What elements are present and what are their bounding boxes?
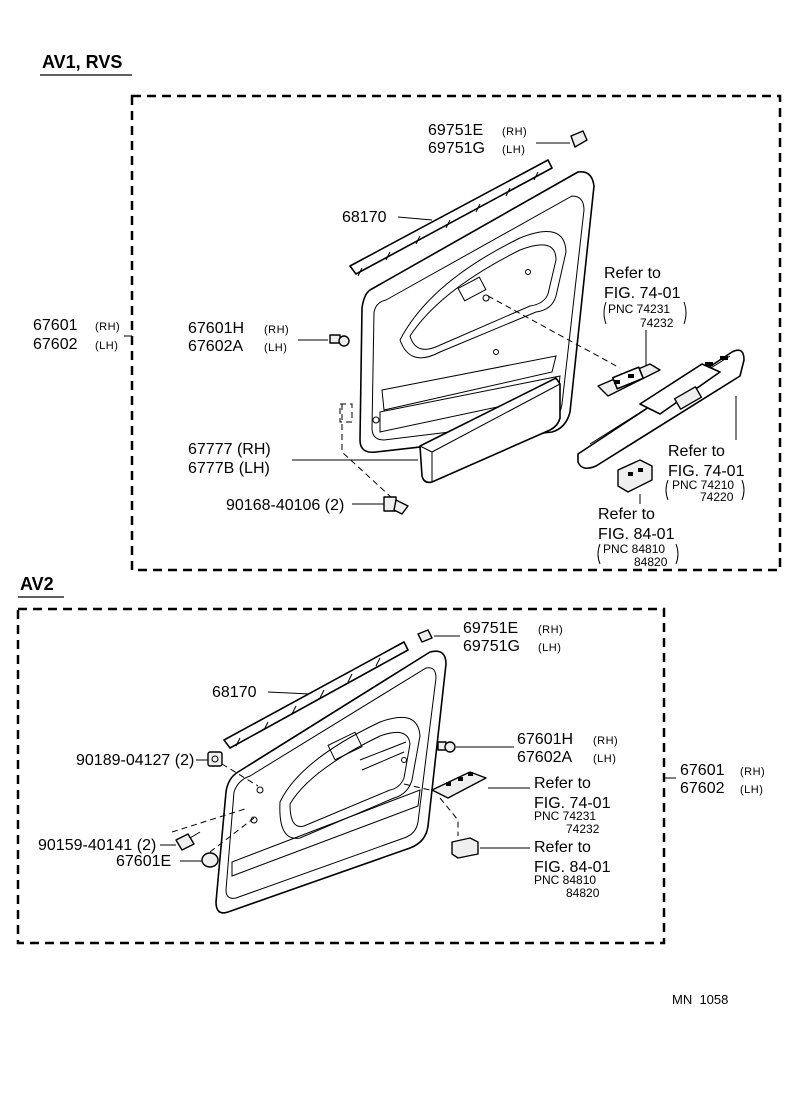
- section-title: AV2: [20, 574, 54, 594]
- svg-text:FIG. 84-01: FIG. 84-01: [598, 526, 675, 543]
- clip-label: 69751E (RH) 69751G (LH): [428, 122, 570, 157]
- svg-text:FIG. 74-01: FIG. 74-01: [604, 285, 681, 302]
- switch-plate-small: [597, 363, 661, 397]
- svg-text:6777B (LH): 6777B (LH): [188, 460, 270, 477]
- svg-text:67602A: 67602A: [188, 338, 243, 355]
- nut-part: [207, 751, 223, 767]
- svg-text:(RH): (RH): [740, 766, 765, 778]
- door-trim-panel: [359, 170, 595, 454]
- bolt-label: 90168-40106 (2): [226, 497, 344, 514]
- board-clip-part: [329, 334, 350, 347]
- svg-text:67602: 67602: [680, 780, 725, 797]
- armrest-switch-base: [577, 349, 745, 470]
- svg-text:(LH): (LH): [593, 753, 616, 765]
- svg-text:Refer to: Refer to: [668, 443, 725, 460]
- screw-label: 90159-40141 (2): [38, 837, 156, 854]
- weatherstrip-label: 68170: [342, 209, 387, 226]
- svg-text:67601: 67601: [33, 317, 78, 334]
- svg-text:67601H: 67601H: [517, 731, 573, 748]
- svg-text:PNC 74210: PNC 74210: [672, 478, 734, 492]
- weatherstrip-part: [223, 641, 409, 749]
- assembly-label: 67601 (RH) 67602 (LH): [33, 317, 132, 353]
- svg-text:(LH): (LH): [538, 642, 561, 654]
- svg-text:(RH): (RH): [502, 126, 527, 138]
- switch-small: [617, 459, 653, 493]
- svg-text:74232: 74232: [640, 316, 674, 330]
- section-av1-rvs: AV1, RVS 67601 (RH) 67602 (LH) 69751E (R…: [33, 52, 782, 572]
- svg-text:(RH): (RH): [593, 735, 618, 747]
- board-clip-part: [437, 741, 456, 753]
- svg-text:Refer to: Refer to: [534, 839, 591, 856]
- svg-text:(LH): (LH): [95, 340, 118, 352]
- door-trim-panel: [215, 650, 447, 914]
- svg-text:FIG. 74-01: FIG. 74-01: [668, 463, 745, 480]
- board-label: 67601H (RH) 67602A (LH): [517, 731, 618, 766]
- svg-text:PNC 74231: PNC 74231: [534, 809, 596, 823]
- svg-text:69751E: 69751E: [463, 620, 518, 637]
- bolt-part: [383, 496, 409, 515]
- svg-text:(LH): (LH): [264, 342, 287, 354]
- svg-text:Refer to: Refer to: [534, 775, 591, 792]
- screw-part: [175, 831, 201, 851]
- svg-text:(LH): (LH): [740, 784, 763, 796]
- svg-text:67602A: 67602A: [517, 749, 572, 766]
- svg-text:84820: 84820: [566, 886, 600, 900]
- figure-code: MN 1058: [672, 992, 728, 1007]
- svg-text:67601: 67601: [680, 762, 725, 779]
- pocket-label: 67777 (RH) 6777B (LH): [188, 441, 418, 477]
- svg-text:(LH): (LH): [502, 144, 525, 156]
- cap-label: 67601E: [116, 853, 171, 870]
- section-av2: AV2 67601 (RH) 67602 (LH) 69751E (RH) 69…: [16, 574, 765, 945]
- svg-text:(RH): (RH): [264, 324, 289, 336]
- switch-small: [451, 837, 479, 859]
- svg-text:67777 (RH): 67777 (RH): [188, 441, 271, 458]
- reference-74-01-a: Refer to FIG. 74-01 PNC 74231 74232: [603, 265, 687, 330]
- clip-part: [570, 130, 588, 148]
- assembly-label: 67601 (RH) 67602 (LH): [664, 762, 765, 797]
- weatherstrip-label: 68170: [212, 684, 257, 701]
- clip-part: [417, 629, 433, 643]
- svg-text:69751E: 69751E: [428, 122, 483, 139]
- svg-text:74220: 74220: [700, 490, 734, 504]
- section-boundary: [130, 94, 782, 572]
- reference-84-01: Refer to FIG. 84-01 PNC 84810 84820: [480, 839, 611, 900]
- svg-text:FIG. 74-01: FIG. 74-01: [534, 795, 611, 812]
- svg-text:PNC 74231: PNC 74231: [608, 302, 670, 316]
- svg-text:Refer to: Refer to: [598, 506, 655, 523]
- svg-text:69751G: 69751G: [428, 140, 485, 157]
- svg-text:84820: 84820: [634, 555, 668, 569]
- board-label: 67601H (RH) 67602A (LH): [188, 320, 328, 355]
- switch-plate: [431, 771, 487, 799]
- pocket-part: [419, 377, 561, 484]
- svg-text:69751G: 69751G: [463, 638, 520, 655]
- reference-84-01: Refer to FIG. 84-01 PNC 84810 84820: [597, 506, 679, 569]
- svg-text:Refer to: Refer to: [604, 265, 661, 282]
- svg-text:FIG. 84-01: FIG. 84-01: [534, 859, 611, 876]
- section-boundary: [16, 607, 666, 945]
- reference-74-01: Refer to FIG. 74-01 PNC 74231 74232: [488, 775, 611, 836]
- svg-text:(RH): (RH): [538, 624, 563, 636]
- cap-part: [201, 852, 219, 868]
- svg-text:74232: 74232: [566, 822, 600, 836]
- section-title: AV1, RVS: [42, 52, 122, 72]
- nut-label: 90189-04127 (2): [76, 752, 194, 769]
- svg-text:PNC 84810: PNC 84810: [603, 542, 665, 556]
- svg-text:67601H: 67601H: [188, 320, 244, 337]
- svg-text:PNC 84810: PNC 84810: [534, 873, 596, 887]
- reference-74-01-b: Refer to FIG. 74-01 PNC 74210 74220: [665, 443, 745, 504]
- weatherstrip-part: [349, 159, 553, 275]
- clip-label: 69751E (RH) 69751G (LH): [463, 620, 563, 655]
- svg-text:67602: 67602: [33, 336, 78, 353]
- svg-text:(RH): (RH): [95, 321, 120, 333]
